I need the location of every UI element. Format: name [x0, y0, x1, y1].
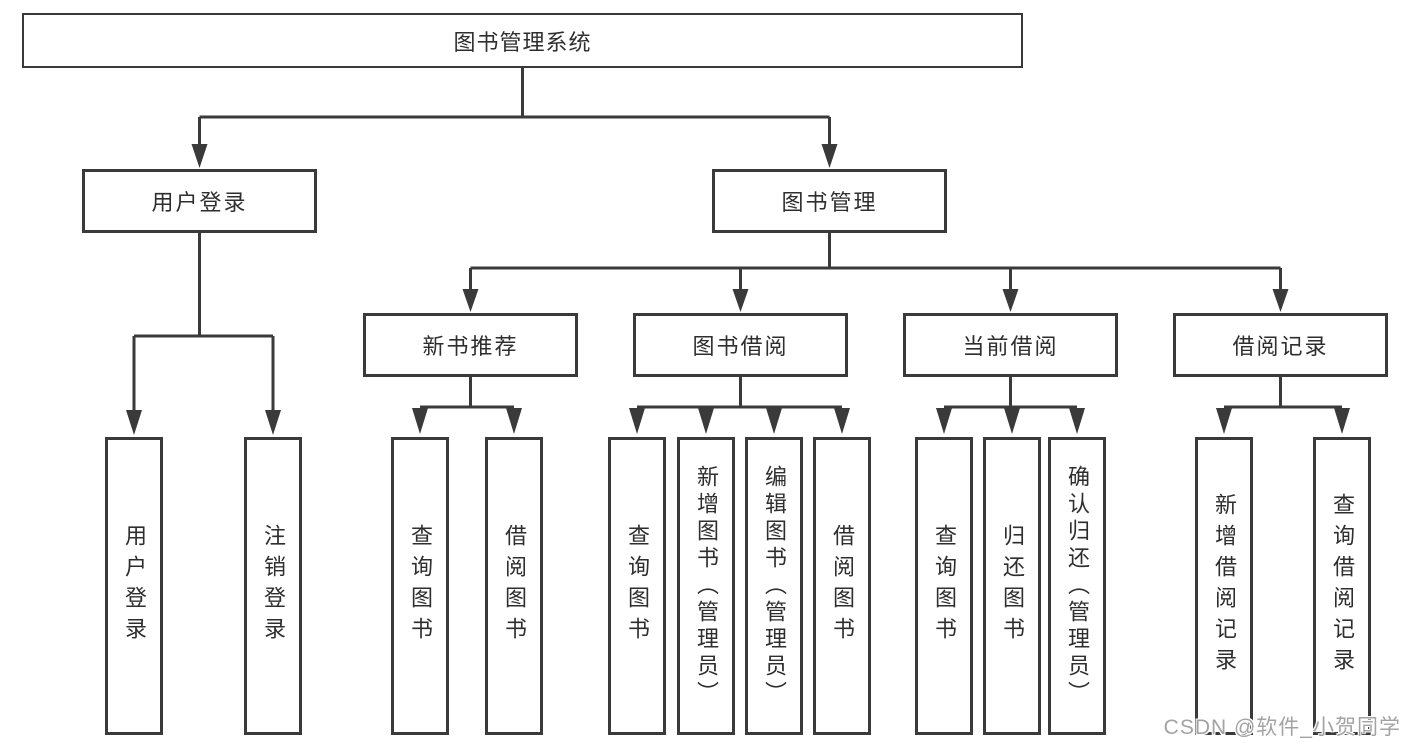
leaf-borrow-books-borrow: 借阅图书 [813, 437, 871, 735]
node-borrowing-records: 借阅记录 [1173, 313, 1388, 377]
leaf-query-books-borrow: 查询图书 [608, 437, 666, 735]
node-new-book-recommendation: 新书推荐 [363, 313, 578, 377]
leaf-user-login: 用户登录 [105, 437, 163, 735]
leaf-add-books-admin: 新增图书（管理员） [677, 437, 735, 735]
leaf-query-borrow-record: 查询借阅记录 [1313, 437, 1371, 735]
leaf-query-books-recommend: 查询图书 [391, 437, 449, 735]
leaf-edit-books-admin: 编辑图书（管理员） [745, 437, 803, 735]
leaf-query-books-current: 查询图书 [915, 437, 973, 735]
leaf-confirm-return-admin: 确认归还（管理员） [1048, 437, 1106, 735]
node-book-management: 图书管理 [712, 169, 947, 233]
leaf-return-books: 归还图书 [983, 437, 1041, 735]
leaf-logout: 注销登录 [244, 437, 302, 735]
node-user-login: 用户登录 [82, 169, 317, 233]
node-current-borrowing: 当前借阅 [903, 313, 1118, 377]
csdn-watermark: CSDN @软件_小贺同学 [1163, 716, 1401, 739]
node-library-management-system: 图书管理系统 [22, 13, 1023, 68]
leaf-add-borrow-record: 新增借阅记录 [1195, 437, 1253, 735]
leaf-borrow-books-recommend: 借阅图书 [485, 437, 543, 735]
node-book-borrowing: 图书借阅 [633, 313, 848, 377]
